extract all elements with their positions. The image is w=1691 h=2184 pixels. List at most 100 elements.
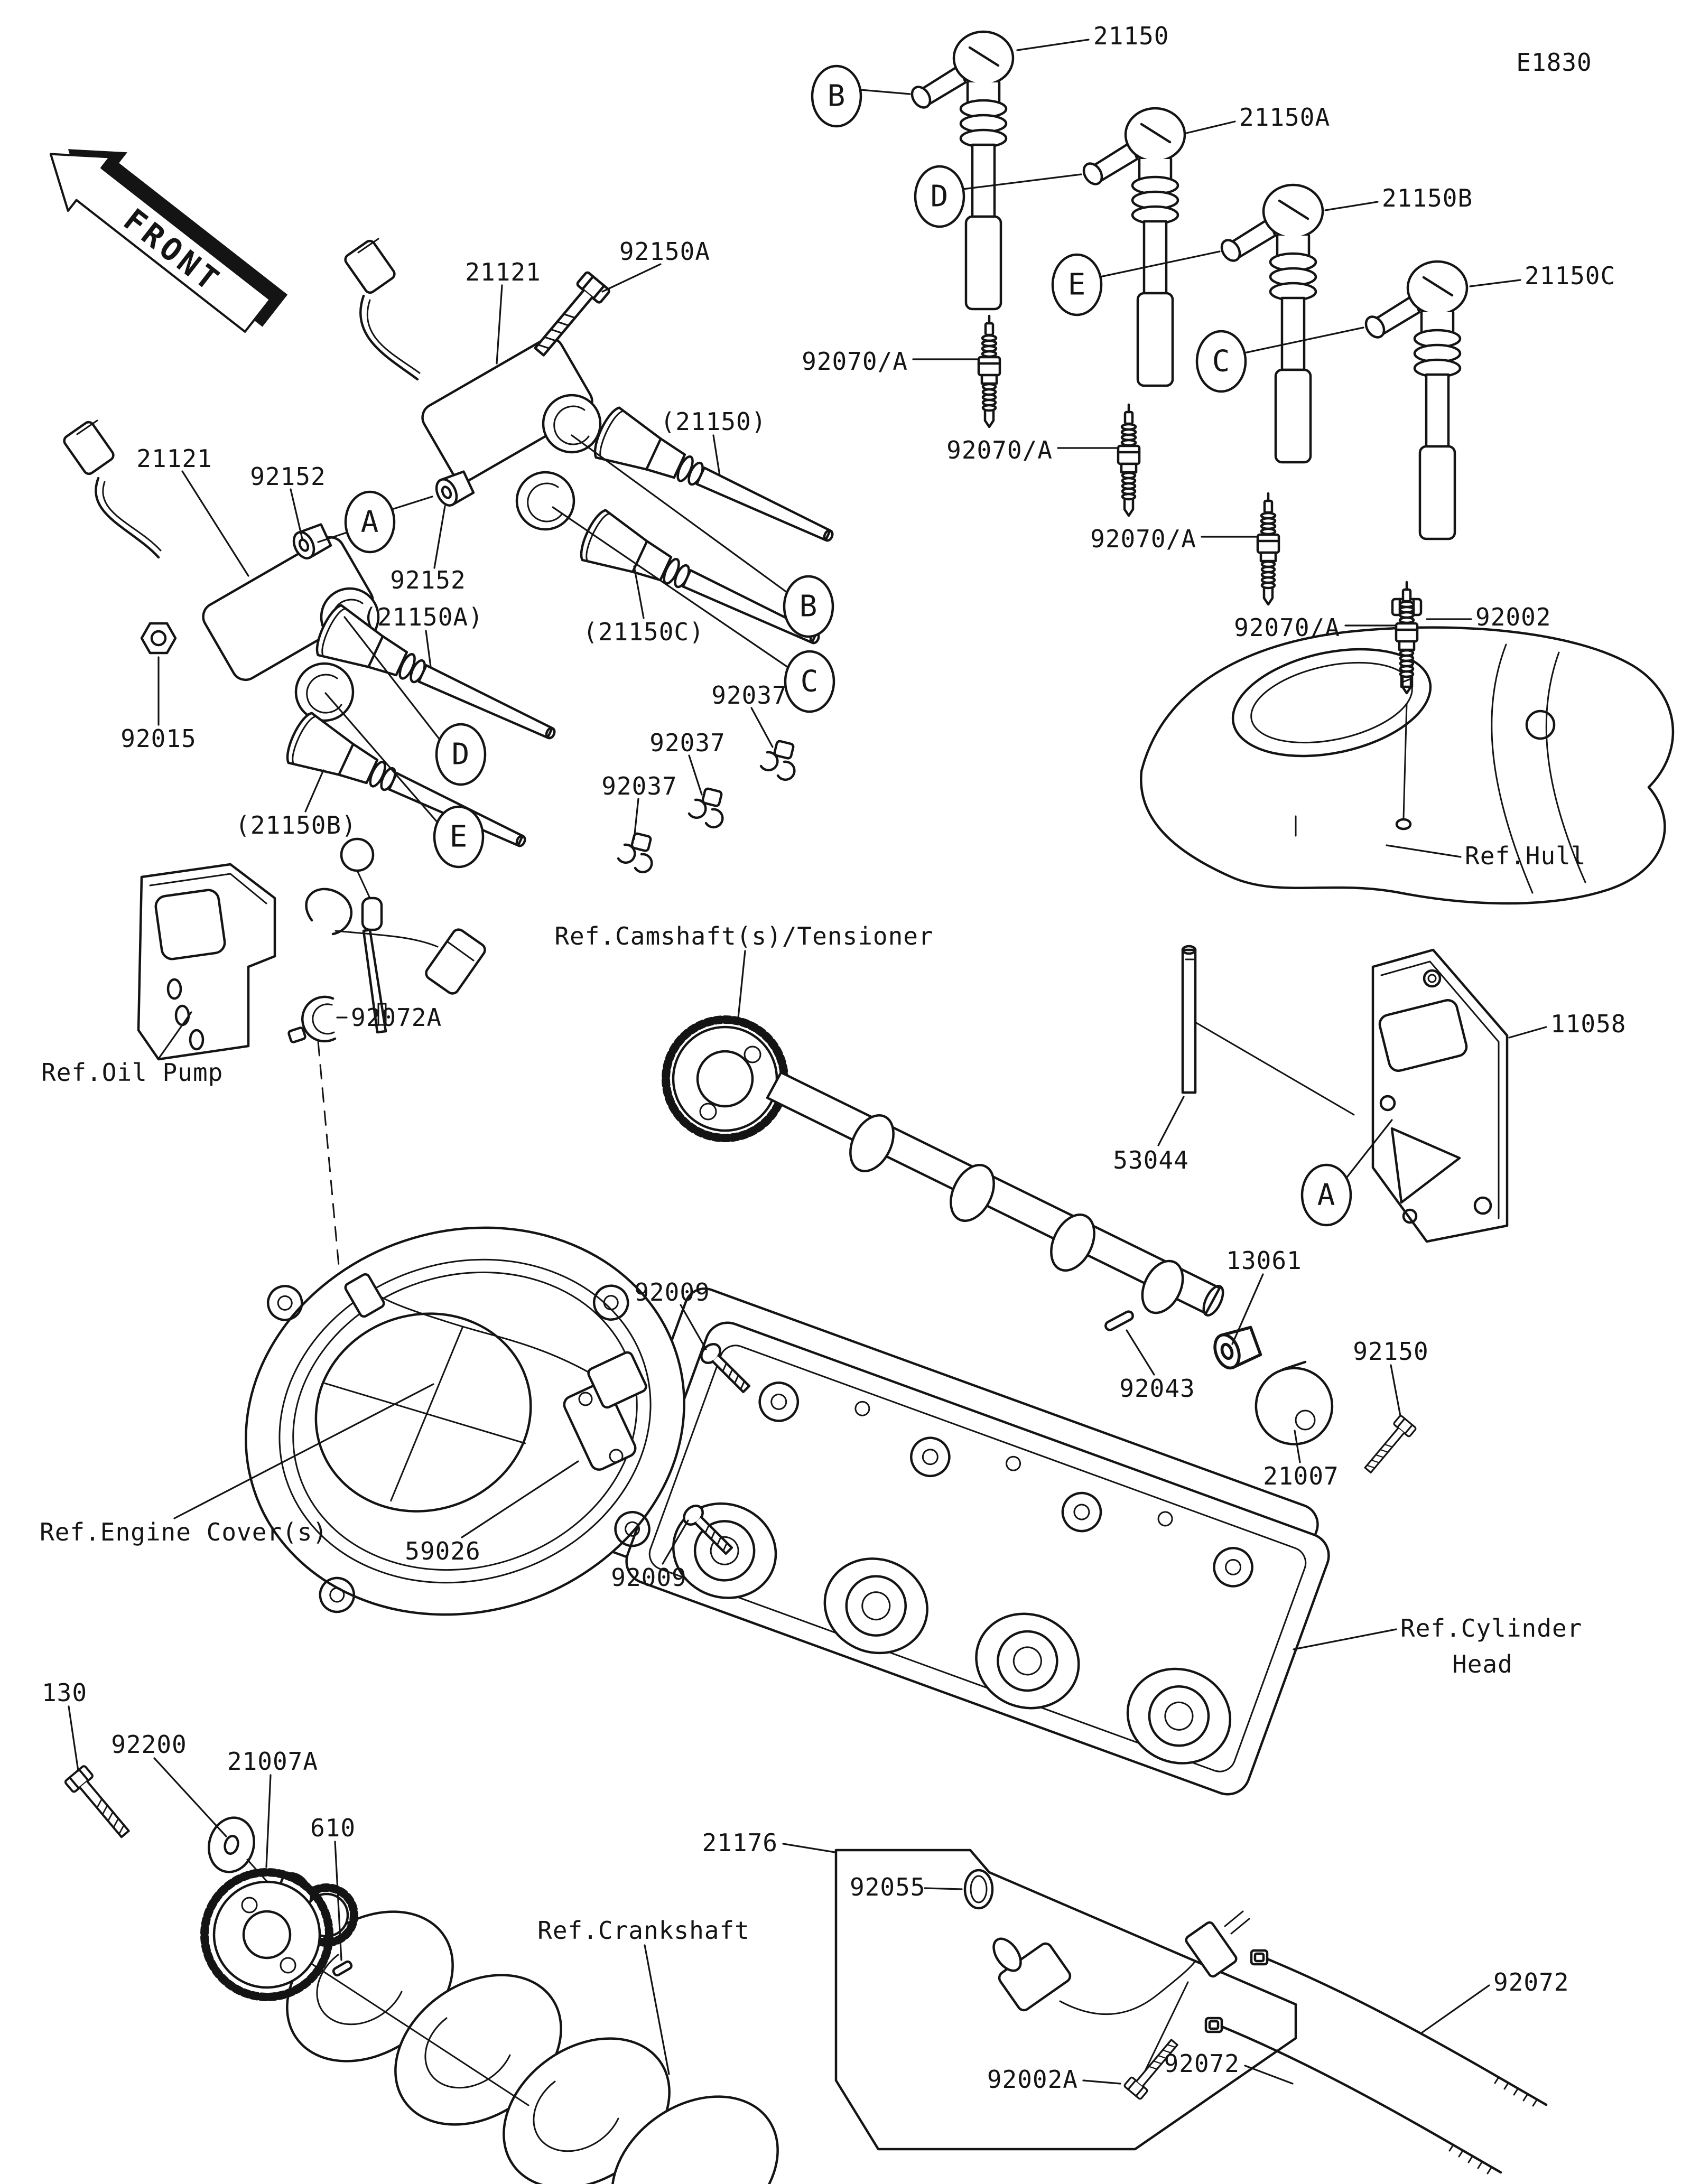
callout-circle-1 xyxy=(914,165,965,228)
clamp-clip-2 xyxy=(689,788,722,827)
coil-a-boss-1 xyxy=(542,394,602,454)
leader-cap-21150b xyxy=(304,769,324,813)
label-92037-1: 92037 xyxy=(601,772,677,800)
camshaft xyxy=(662,1015,1224,1317)
label-92037-2: 92037 xyxy=(649,729,725,757)
part-labels: E18302115021150A21150B21150C92070/A92070… xyxy=(40,22,1625,2094)
stick-coil-3 xyxy=(1218,185,1323,462)
label-92043: 92043 xyxy=(1119,1374,1195,1403)
callout-circle-3 xyxy=(1195,330,1247,393)
leader-13061 xyxy=(1231,1273,1264,1345)
label-ref-oil-pump: Ref.Oil Pump xyxy=(41,1058,223,1087)
key-610 xyxy=(332,1960,353,1977)
leader-92037-2 xyxy=(688,754,703,796)
callout-circle-6 xyxy=(435,723,487,786)
leader-11058 xyxy=(1508,1026,1547,1039)
label-92070-3: 92070/A xyxy=(1090,525,1196,553)
leader-92072-1 xyxy=(1420,1984,1490,2034)
label-ref-cylinder-head-1: Ref.Cylinder xyxy=(1400,1614,1582,1642)
label-92002a: 92002A xyxy=(987,2065,1078,2094)
label-130: 130 xyxy=(42,1678,87,1707)
label-92009-2: 92009 xyxy=(611,1563,686,1592)
spark-plug-1 xyxy=(979,316,1000,427)
alignment-dashed-line xyxy=(317,1041,340,1272)
label-92152-1: 92152 xyxy=(250,462,326,491)
label-610: 610 xyxy=(310,1814,356,1842)
leader-92152-1 xyxy=(290,488,303,540)
label-21007: 21007 xyxy=(1263,1462,1339,1490)
label-21150b: 21150B xyxy=(1382,184,1473,212)
leader-92043 xyxy=(1126,1329,1155,1376)
label-59026: 59026 xyxy=(405,1537,480,1565)
callout-letter-8: A xyxy=(361,505,379,539)
label-21150: 21150 xyxy=(1093,22,1169,50)
label-ref-camshaft: Ref.Camshaft(s)/Tensioner xyxy=(554,922,933,950)
label-92152-2: 92152 xyxy=(390,566,466,594)
leader-92037-1 xyxy=(633,798,639,840)
label-92037-3: 92037 xyxy=(711,681,787,710)
leader-lines xyxy=(68,39,1547,2085)
leader-92150 xyxy=(1390,1364,1401,1417)
leader-92200 xyxy=(153,1757,227,1837)
crankshaft xyxy=(279,1872,779,2184)
hull-bolt-hole xyxy=(1395,818,1412,830)
callout-circle-7 xyxy=(433,805,485,869)
nut-92015 xyxy=(140,622,177,655)
washer-92200 xyxy=(208,1816,306,1925)
timing-gear-21007a xyxy=(200,1868,333,2001)
label-92070-2: 92070/A xyxy=(946,436,1053,464)
leader-92150a xyxy=(601,263,662,293)
callout-circle-2 xyxy=(1051,253,1103,316)
leader-21121-2 xyxy=(181,470,249,577)
callout-letter-3: C xyxy=(1212,344,1231,379)
front-arrow-face xyxy=(49,153,272,333)
label-cap-21150: (21150) xyxy=(661,407,767,436)
sensor-21176 xyxy=(992,1910,1250,2015)
label-ref-engine-cover: Ref.Engine Cover(s) xyxy=(40,1518,328,1546)
spark-plug-3 xyxy=(1258,493,1279,604)
coil-b-boss-2 xyxy=(294,662,355,722)
spark-plug-2 xyxy=(1118,405,1139,516)
callout-circle-8 xyxy=(344,490,396,554)
callout-leader-2 xyxy=(1099,250,1221,278)
callout-circle-5 xyxy=(784,650,835,713)
callout-letter-5: C xyxy=(801,665,819,699)
leader-92037-3 xyxy=(750,707,774,748)
callout-letter-1: D xyxy=(931,180,949,214)
stick-coil-4 xyxy=(1362,262,1467,539)
stick-coil-1 xyxy=(908,32,1013,309)
label-92072-1: 92072 xyxy=(1493,1968,1569,1996)
leader-ref-crankshaft xyxy=(644,1944,670,2075)
engine-cover xyxy=(245,1226,685,1616)
callout-letter-6: D xyxy=(452,738,470,772)
sensor-bolt-line xyxy=(1141,1981,1189,2077)
leader-ref-engine-cover xyxy=(173,1383,434,1519)
leader-21176 xyxy=(782,1843,836,1853)
front-arrow: FRONT xyxy=(49,149,288,333)
callout-leader-7 xyxy=(324,692,439,824)
leader-21150a xyxy=(1185,120,1236,134)
callout-leader-0 xyxy=(860,89,911,95)
label-ref-crankshaft: Ref.Crankshaft xyxy=(537,1916,750,1945)
callout-leader-4 xyxy=(571,434,788,593)
bolt-92150 xyxy=(1359,1414,1417,1478)
oil-pump-bracket xyxy=(137,863,276,1061)
leader-ref-oil-pump xyxy=(157,1011,192,1060)
label-cap-21150a: (21150A) xyxy=(362,603,484,631)
callout-leader-9 xyxy=(1344,1119,1393,1180)
leader-92002a xyxy=(1082,2079,1121,2085)
bolt-guide-line xyxy=(1402,703,1408,819)
label-53044: 53044 xyxy=(1113,1146,1188,1174)
label-92072-2: 92072 xyxy=(1164,2049,1240,2078)
rotor-21007 xyxy=(1255,1360,1334,1445)
clamp-92072a xyxy=(287,995,337,1043)
leader-cap-21150a xyxy=(425,630,432,668)
callout-circle-0 xyxy=(811,64,862,128)
clamp-clip-3 xyxy=(761,741,794,780)
pickup-coil-59026 xyxy=(344,1273,647,1471)
callout-leader-1 xyxy=(962,173,1082,190)
leader-21150c xyxy=(1469,279,1521,287)
callout-leader-5 xyxy=(552,506,789,668)
